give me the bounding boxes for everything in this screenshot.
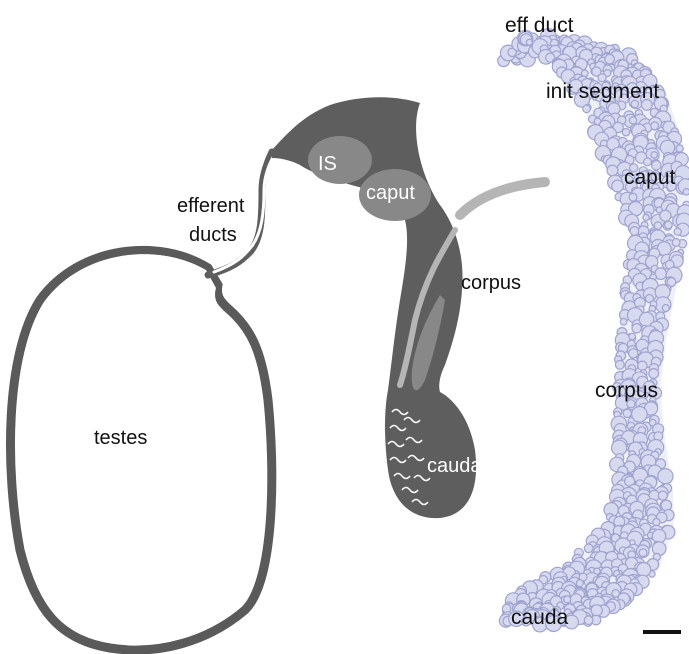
tubule-section xyxy=(615,360,624,369)
label-efferent: efferent xyxy=(177,196,244,216)
label-caput-micro: caput xyxy=(624,167,675,188)
tubule-section xyxy=(564,596,571,603)
tubule-section xyxy=(676,145,683,152)
label-cauda-schematic: cauda xyxy=(427,456,482,476)
tubule-section xyxy=(674,228,681,235)
tubule-section xyxy=(652,529,666,543)
tubule-section xyxy=(630,227,639,236)
tissue-tubules xyxy=(498,29,689,632)
tubule-section xyxy=(605,54,615,64)
tubule-section xyxy=(644,158,652,166)
tubule-section xyxy=(658,491,667,500)
tubule-section xyxy=(683,189,689,195)
tubule-section xyxy=(653,519,660,526)
label-init-segment: init segment xyxy=(546,81,659,102)
tubule-section xyxy=(658,469,673,484)
tubule-section xyxy=(637,563,651,577)
tubule-section xyxy=(638,361,647,370)
tubule-section xyxy=(651,152,657,158)
tubule-section xyxy=(629,333,636,340)
tubule-section xyxy=(660,210,671,221)
tubule-section xyxy=(526,39,532,45)
tubule-section xyxy=(584,616,593,625)
label-cauda-micro: cauda xyxy=(511,607,568,628)
tubule-section xyxy=(584,544,593,553)
label-ducts: ducts xyxy=(189,225,237,245)
tubule-section xyxy=(643,214,649,220)
tubule-section xyxy=(649,369,659,379)
tubule-section xyxy=(576,580,583,587)
tubule-section xyxy=(630,117,637,124)
tubule-section xyxy=(639,549,647,557)
label-is: IS xyxy=(318,154,337,174)
tubule-section xyxy=(583,105,591,113)
tubule-section xyxy=(652,542,666,556)
tubule-section xyxy=(623,409,631,417)
tubule-section xyxy=(672,239,680,247)
tubule-section xyxy=(622,129,629,136)
tubule-section xyxy=(607,165,618,176)
tubule-section xyxy=(620,318,627,325)
tubule-section xyxy=(612,180,624,192)
tubule-section xyxy=(629,193,637,201)
tubule-section xyxy=(662,305,669,312)
tubule-section xyxy=(632,324,641,333)
label-eff-duct: eff duct xyxy=(505,15,574,36)
label-caput-schematic: caput xyxy=(366,183,415,203)
label-corpus-schematic: corpus xyxy=(461,273,521,293)
tubule-section xyxy=(651,122,659,130)
tubule-section xyxy=(591,605,602,616)
label-corpus-micro: corpus xyxy=(595,380,658,401)
label-testes: testes xyxy=(94,428,147,448)
tubule-section xyxy=(665,221,673,229)
scale-bar xyxy=(643,630,681,634)
tubule-section xyxy=(632,407,648,423)
